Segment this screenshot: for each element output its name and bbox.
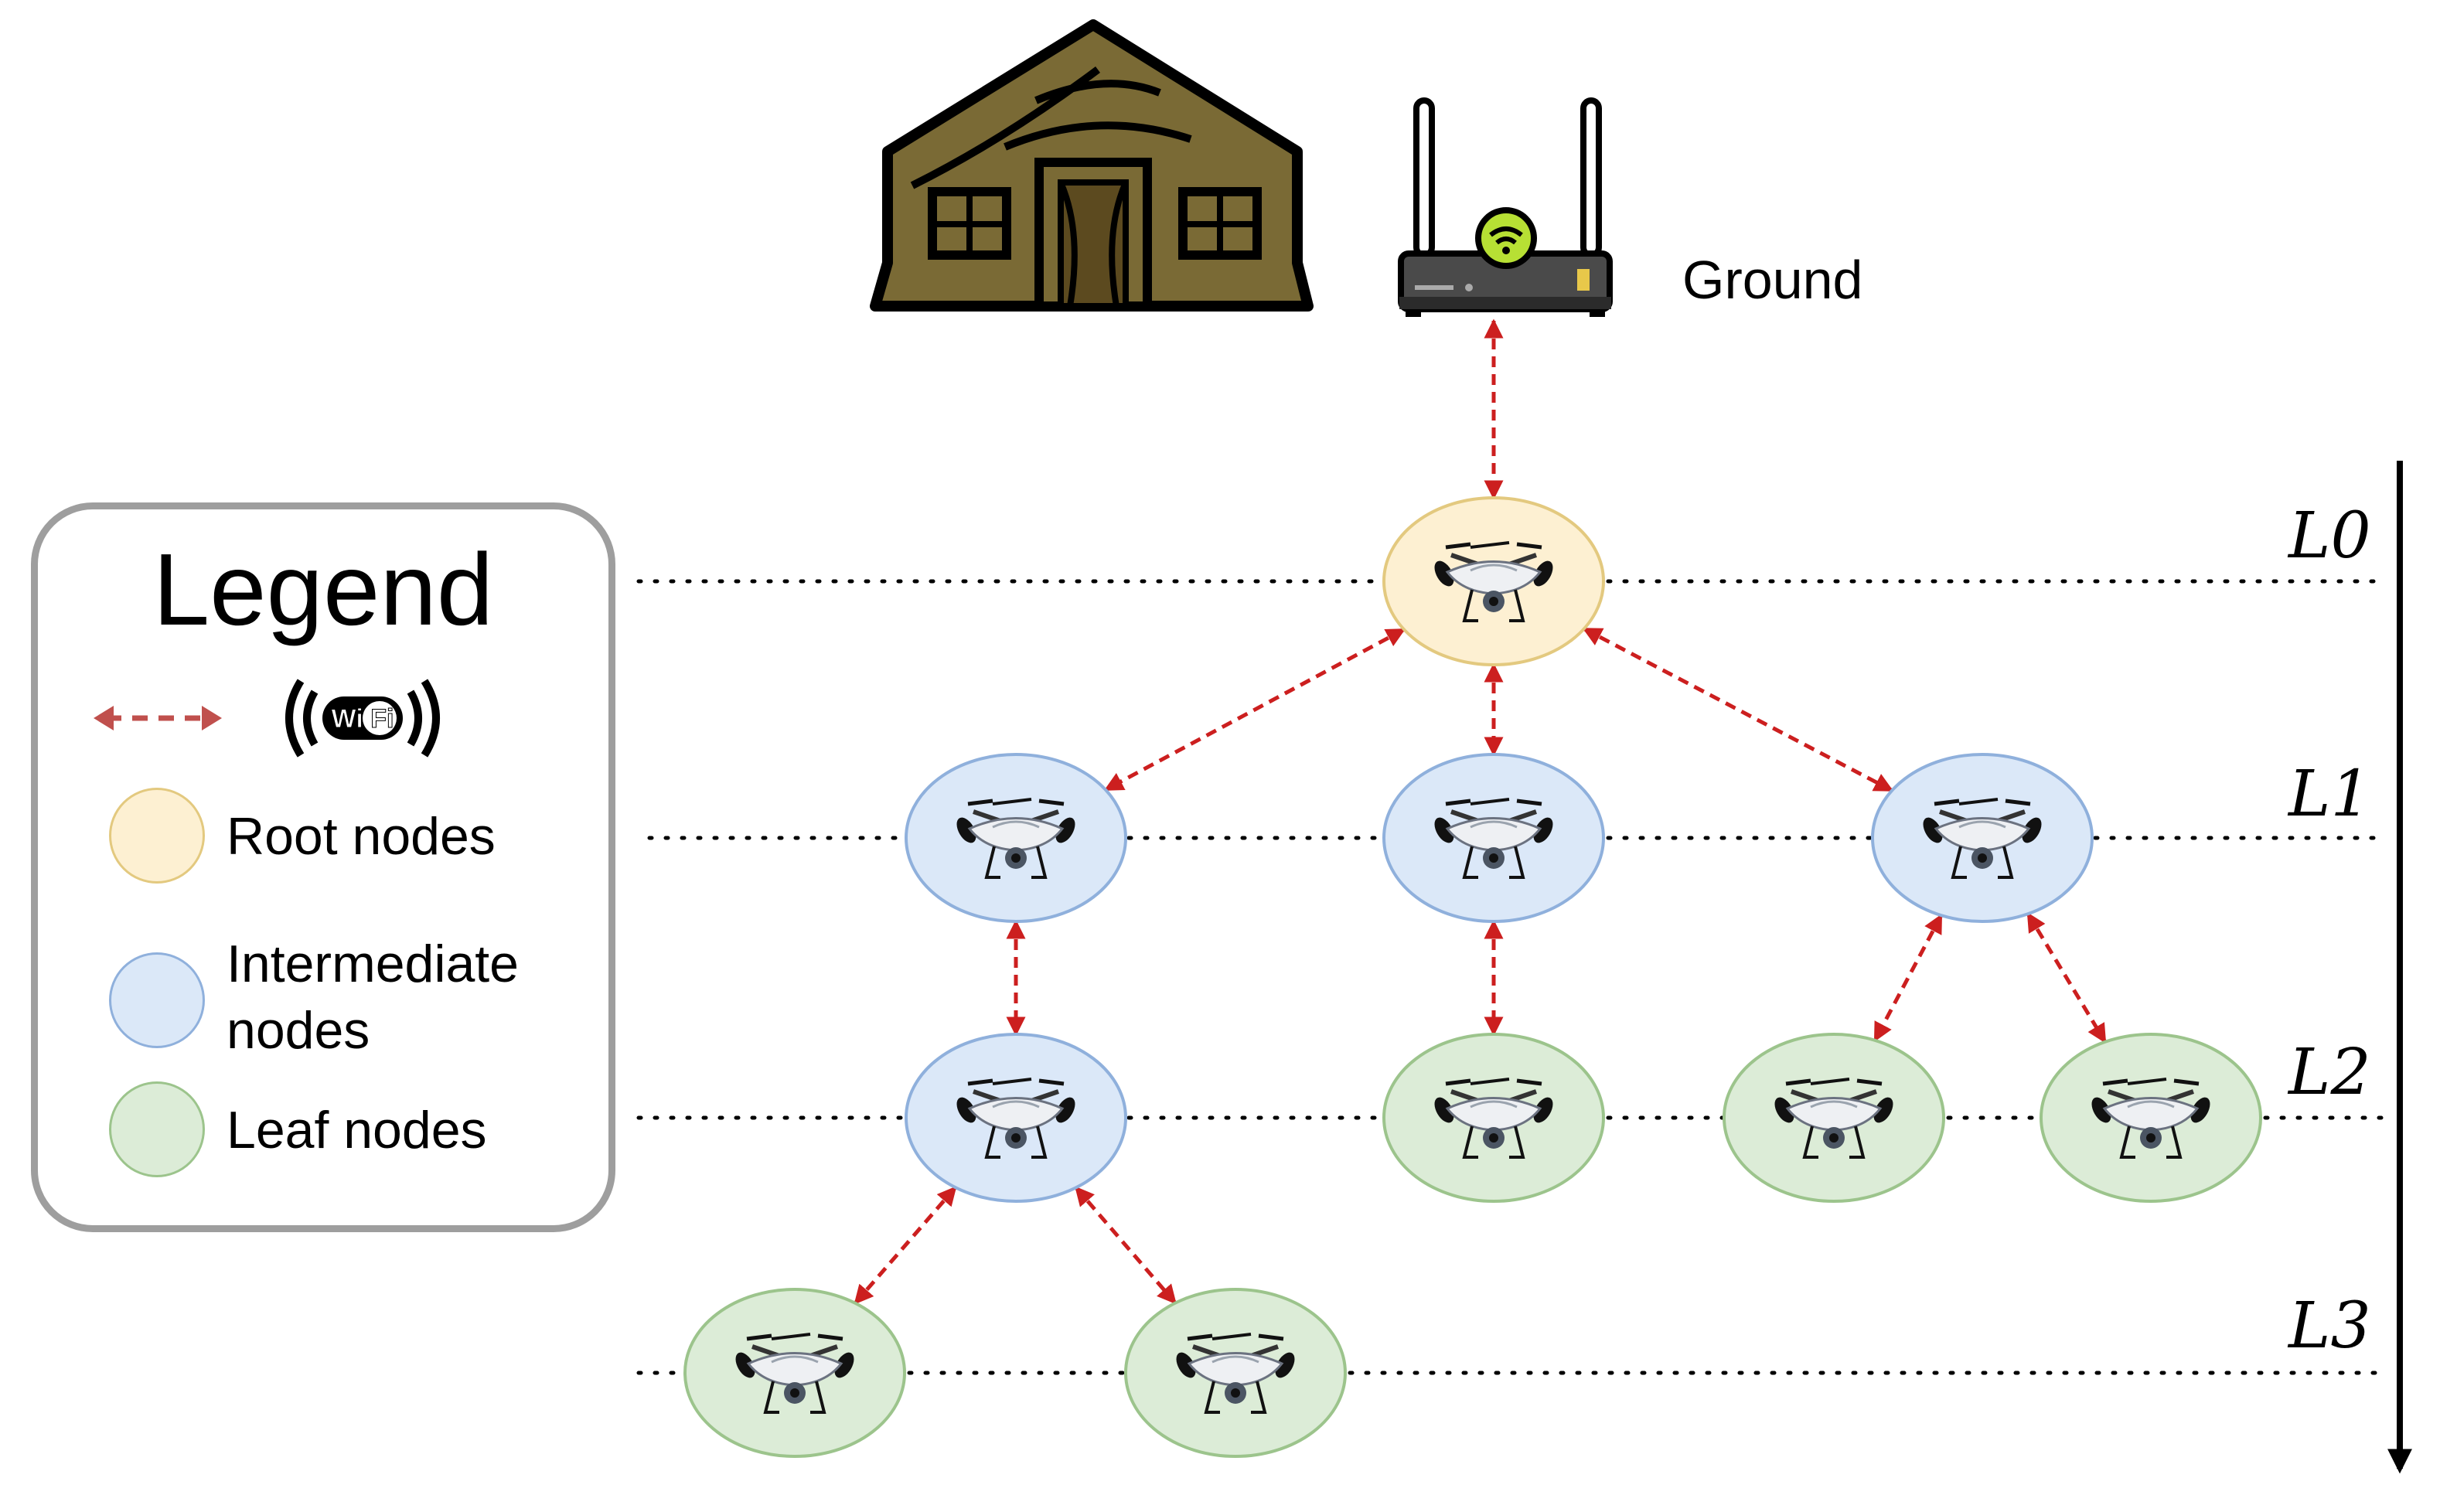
intermediate-node-a2	[905, 1033, 1127, 1203]
legend-label-intermediate-line2: nodes	[227, 1001, 370, 1060]
link-c1-c2	[1873, 913, 1944, 1043]
root-node-r0	[1382, 496, 1605, 666]
link-r0-c1	[1582, 627, 1894, 792]
link-r0-a1	[1103, 628, 1406, 792]
legend-label-intermediate: Intermediate	[227, 935, 519, 993]
ground-label: Ground	[1682, 250, 1863, 310]
level-label-l3: L3	[2288, 1289, 2371, 1363]
intermediate-node-b1	[1382, 753, 1605, 923]
legend-title: Legend	[152, 533, 494, 646]
intermediate-node-swatch	[109, 952, 205, 1048]
leaf-node-b2	[1382, 1033, 1605, 1203]
tent-icon	[870, 19, 1314, 312]
legend-row-intermediate: Intermediate nodes	[38, 931, 608, 1070]
intermediate-node-c1	[1871, 753, 2094, 923]
level-label-l2: L2	[2288, 1036, 2371, 1109]
leaf-node-a3	[683, 1288, 906, 1458]
legend-row-wifi: Wi Fi	[38, 672, 608, 765]
level-label-l1: L1	[2288, 758, 2371, 831]
wifi-icon: Wi Fi	[285, 679, 440, 758]
leaf-node-swatch	[109, 1081, 205, 1177]
link-a2-b3	[1074, 1186, 1177, 1305]
link-c1-d2	[2026, 912, 2108, 1044]
intermediate-node-a1	[905, 753, 1127, 923]
leaf-node-d2	[2040, 1033, 2262, 1203]
legend-row-leaf: Leaf nodes	[38, 1081, 608, 1182]
leaf-node-c2	[1723, 1033, 1945, 1203]
legend-label-leaf: Leaf nodes	[227, 1101, 487, 1160]
legend-label-root: Root nodes	[227, 807, 496, 866]
legend-row-root: Root nodes	[38, 788, 608, 888]
wifi-icon-text: Wi Fi	[332, 704, 394, 734]
legend: Legend Wi Fi Root nodes Intermediate nod…	[31, 502, 615, 1232]
link-a2-a3	[854, 1186, 957, 1305]
leaf-node-b3	[1124, 1288, 1347, 1458]
router-icon	[1398, 97, 1613, 317]
level-label-l0: L0	[2288, 499, 2371, 573]
link-arrow-icon	[94, 706, 222, 730]
root-node-swatch	[109, 788, 205, 884]
